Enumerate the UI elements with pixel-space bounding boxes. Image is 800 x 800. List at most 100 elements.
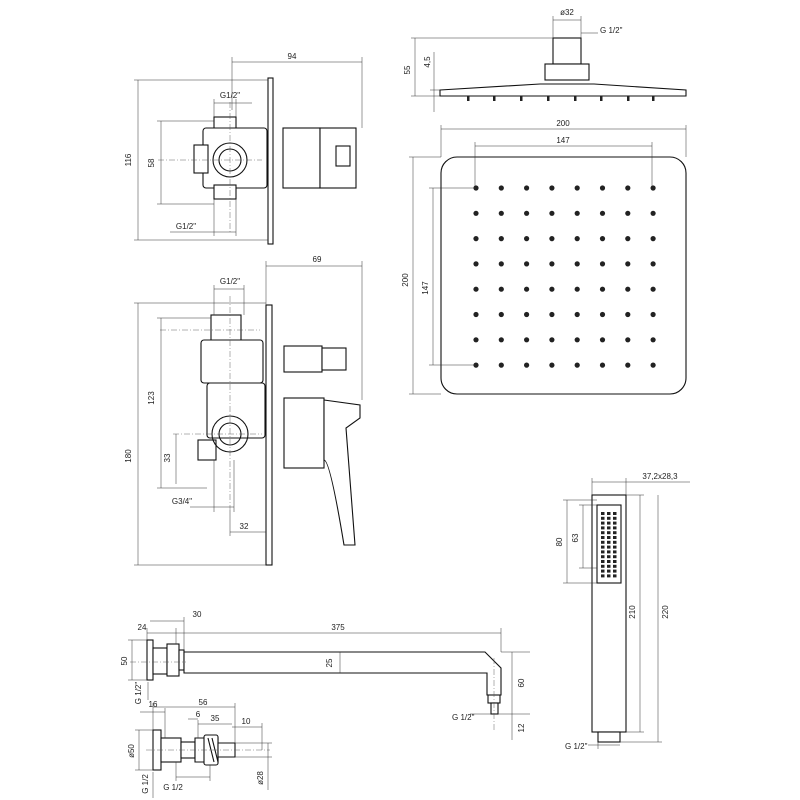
nozzle-dot	[625, 362, 631, 368]
shower-arm-inlet-thread: G 1/2"	[134, 682, 143, 705]
shower-arm-drawing: 375 30 24 50 25 60 G 1/2" 12 G 1/2"	[120, 610, 530, 740]
wall-outlet-thread-right: G 1/2	[163, 783, 183, 792]
hand-nozzle	[601, 569, 605, 573]
valve-2way-thread-bottom: G1/2"	[176, 222, 196, 231]
hand-nozzle	[607, 545, 611, 549]
valve-2way-width-label: 94	[288, 52, 297, 61]
valve-2way-spacing-label: 58	[147, 158, 156, 167]
nozzle-dot	[498, 185, 504, 191]
hand-nozzle	[613, 531, 617, 535]
nozzle-dot	[599, 311, 606, 318]
nozzle-dot	[599, 236, 606, 242]
head-top-nozzle-span-v: 147	[421, 281, 430, 295]
nozzle-dot	[574, 337, 580, 343]
nozzle-dot	[524, 210, 530, 216]
shower-arm-outlet-thread: G 1/2"	[452, 713, 475, 722]
valve-3way-width-label: 69	[313, 255, 322, 264]
hand-nozzle	[601, 540, 605, 544]
wall-outlet-hose-d: ø28	[256, 771, 265, 785]
hand-nozzle	[607, 526, 611, 530]
wall-outlet-dim-d: 10	[242, 717, 251, 726]
head-side-nozzles	[467, 96, 655, 101]
hand-nozzle	[601, 531, 605, 535]
nozzle-dot	[498, 337, 504, 343]
head-side-thickness: 4,5	[423, 56, 432, 68]
head-top-dimensions: 200 147 200 147	[401, 119, 687, 395]
nozzle-dot	[650, 362, 656, 368]
valve-3way-dimensions: 69 180 123 33 G1/2" G3/4" 32	[124, 255, 363, 566]
shower-arm-flange-height: 50	[120, 656, 129, 665]
hand-nozzle	[607, 550, 611, 554]
head-top-plate	[440, 156, 687, 395]
valve-2way-drawing: 94 116 58 G1/2" G1/2"	[124, 52, 363, 245]
hand-shower-total-len: 220	[661, 605, 670, 619]
valve-3way-depth-label: 32	[240, 522, 249, 531]
nozzle-dot	[498, 210, 504, 216]
valve-3way-drawing: 69 180 123 33 G1/2" G3/4" 32	[124, 255, 363, 566]
wall-outlet-drawing: 56 16 6 35 10 ø50 ø28 G 1/2 G 1/2	[127, 698, 272, 798]
head-top-nozzle-span-h: 147	[556, 136, 570, 145]
hand-nozzle	[613, 540, 617, 544]
nozzle-dot	[549, 311, 555, 318]
head-side-dimensions: ø32 G 1/2" 55 4,5	[403, 8, 623, 112]
valve-3way-thread-top: G1/2"	[220, 277, 240, 286]
valve-3way-spacing-label: 123	[147, 391, 156, 405]
head-side-drawing: ø32 G 1/2" 55 4,5	[403, 8, 687, 112]
head-side-diameter: ø32	[560, 8, 574, 17]
shower-arm-outlet-len: 12	[517, 723, 526, 732]
hand-nozzle	[613, 564, 617, 568]
hand-nozzle	[601, 560, 605, 563]
hand-nozzle	[613, 569, 617, 573]
valve-3way-height-label: 180	[124, 449, 133, 463]
nozzle-dot	[599, 286, 606, 292]
hand-nozzle	[601, 516, 605, 520]
hand-nozzle	[601, 521, 605, 525]
hand-nozzle	[613, 545, 617, 549]
wall-outlet-length: 56	[199, 698, 208, 707]
hand-shower-section: 37,2x28,3	[642, 472, 678, 481]
hand-shower-drawing: 37,2x28,3 80 63 210 220 G 1/2"	[555, 472, 690, 751]
shower-arm-flange-offset: 30	[193, 610, 202, 619]
hand-shower-body-len: 210	[628, 605, 637, 619]
nozzle-dot	[498, 236, 504, 242]
nozzle-dot	[625, 337, 631, 343]
nozzle-dot	[524, 236, 530, 242]
nozzle-dot	[625, 210, 631, 216]
shower-arm-dimensions: 375 30 24 50 25 60 G 1/2" 12 G 1/2"	[120, 610, 530, 740]
nozzle-dot	[625, 311, 631, 318]
hand-nozzle	[613, 516, 617, 520]
nozzle-dot	[574, 261, 580, 267]
nozzle-dot	[549, 337, 555, 343]
nozzle-dot	[549, 236, 555, 242]
hand-nozzle	[601, 550, 605, 554]
nozzle-dot	[473, 337, 479, 343]
hand-nozzle	[601, 512, 605, 515]
wall-outlet-flange-d: ø50	[127, 744, 136, 758]
hand-nozzle	[613, 560, 617, 563]
nozzle-dot	[498, 311, 504, 318]
nozzle-dot	[625, 286, 631, 292]
valve-2way-height-label: 116	[124, 153, 133, 166]
hand-nozzle	[601, 564, 605, 568]
nozzle-dot	[650, 210, 656, 216]
nozzle-dot	[650, 261, 656, 267]
nozzle-dot	[599, 362, 606, 368]
nozzle-dot	[625, 185, 631, 191]
nozzle-dot	[473, 236, 479, 242]
nozzle-dot	[473, 210, 479, 216]
nozzle-dot	[524, 286, 530, 292]
hand-nozzle	[601, 574, 605, 578]
hand-shower-dimensions: 37,2x28,3 80 63 210 220 G 1/2"	[555, 472, 690, 751]
nozzle-dot	[650, 236, 656, 242]
nozzle-dot	[473, 311, 479, 318]
hand-nozzle	[601, 536, 605, 539]
nozzle-dot	[599, 185, 606, 191]
valve-3way-body	[197, 304, 361, 566]
hand-nozzle	[607, 516, 611, 520]
hand-nozzle	[613, 526, 617, 530]
nozzle-dot	[549, 261, 555, 267]
valve-2way-thread-top: G1/2"	[220, 91, 240, 100]
hand-nozzle	[607, 569, 611, 573]
nozzle-dot	[498, 362, 504, 368]
